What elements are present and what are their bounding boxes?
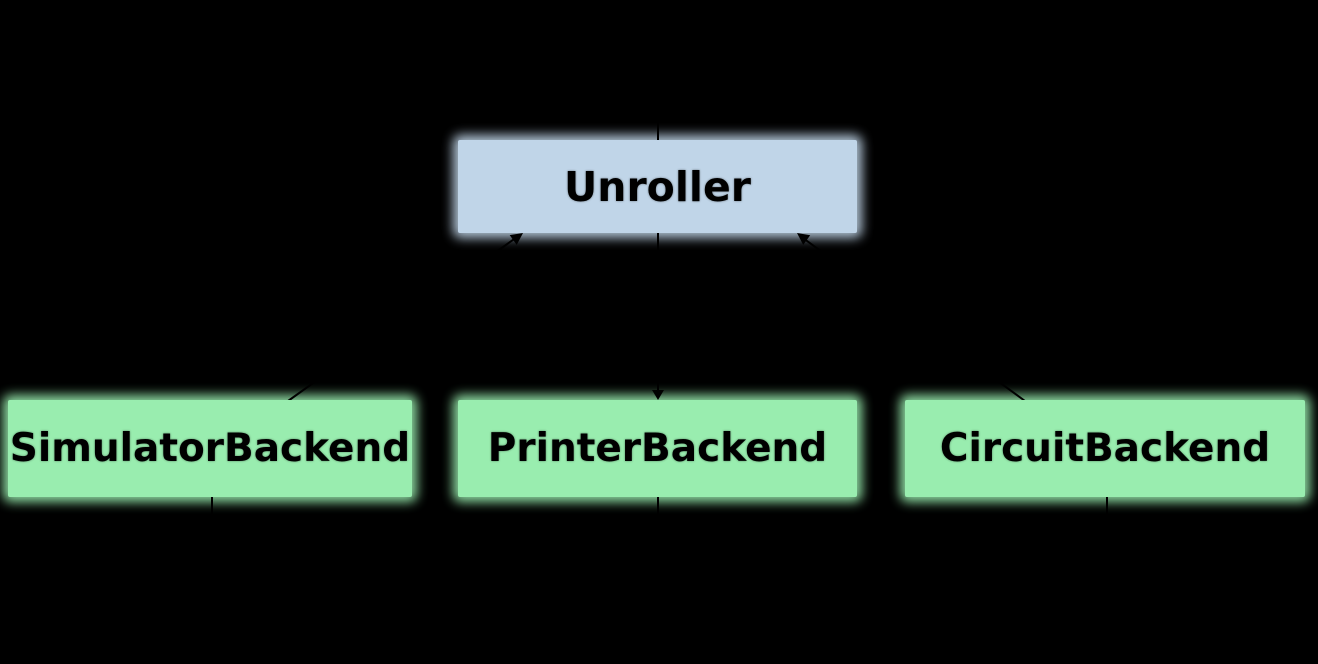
- arrowhead-into-printer: [652, 390, 664, 400]
- edge-circuit-to-unroller: [802, 237, 1026, 402]
- node-unroller: Unroller: [458, 140, 857, 233]
- node-printer-backend: PrinterBackend: [458, 400, 857, 497]
- node-printer-backend-label: PrinterBackend: [487, 426, 828, 471]
- node-unroller-label: Unroller: [563, 162, 751, 211]
- edge-simulator-to-unroller: [287, 236, 518, 402]
- node-circuit-backend: CircuitBackend: [905, 400, 1305, 497]
- arrowhead-into-unroller-right: [797, 233, 811, 245]
- node-simulator-backend-label: SimulatorBackend: [9, 426, 411, 471]
- arrowhead-into-unroller-left: [509, 233, 523, 245]
- node-circuit-backend-label: CircuitBackend: [939, 426, 1271, 471]
- node-simulator-backend: SimulatorBackend: [8, 400, 412, 497]
